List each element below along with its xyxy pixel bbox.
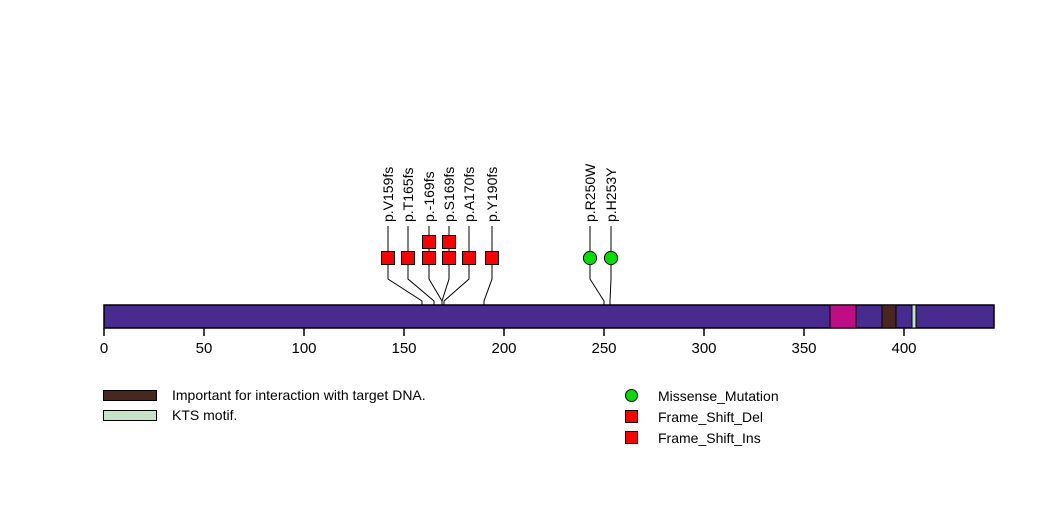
mutation-label: p.A170fs	[461, 167, 477, 222]
mutation-label: p.V159fs	[380, 167, 396, 222]
mutation-marker[interactable]	[422, 251, 436, 265]
mutation-marker[interactable]	[401, 251, 415, 265]
axis-tick-label: 150	[391, 340, 416, 357]
legend-item-missense: Missense_Mutation	[625, 385, 779, 406]
mutation-label: p.-169fs	[421, 171, 437, 222]
legend-label: Frame_Shift_Del	[658, 408, 764, 425]
frame-shift-ins-marker-icon	[625, 431, 638, 444]
protein-backbone	[103, 304, 995, 329]
mutation-marker[interactable]	[442, 251, 456, 265]
legend-item-dna-interaction: Important for interaction with target DN…	[103, 385, 426, 405]
mutation-label: p.R250W	[582, 163, 598, 222]
domain-box[interactable]	[911, 304, 917, 329]
missense-marker-icon	[625, 389, 638, 402]
axis-tick-label: 50	[196, 340, 213, 357]
domain-box[interactable]	[881, 304, 897, 329]
mutation-label: p.Y190fs	[484, 167, 500, 222]
legend-item-kts-motif: KTS motif.	[103, 405, 426, 425]
mutation-label: p.H253Y	[603, 167, 619, 222]
axis-tick-label: 400	[891, 340, 916, 357]
axis-tick-label: 350	[791, 340, 816, 357]
frame-shift-del-marker-icon	[625, 410, 638, 423]
domain-swatch-dna-interaction	[103, 389, 157, 401]
mutation-type-legend: Missense_Mutation Frame_Shift_Del Frame_…	[625, 385, 779, 448]
mutation-marker[interactable]	[422, 235, 436, 249]
mutation-marker[interactable]	[381, 251, 395, 265]
legend-label: KTS motif.	[172, 407, 238, 423]
axis-tick-label: 300	[691, 340, 716, 357]
domain-swatch-kts-motif	[103, 409, 157, 421]
mutation-label: p.S169fs	[441, 167, 457, 222]
legend-label: Frame_Shift_Ins	[658, 429, 761, 446]
axis-tick-label: 200	[491, 340, 516, 357]
mutation-marker[interactable]	[442, 235, 456, 249]
mutation-marker[interactable]	[462, 251, 476, 265]
legend-item-frame-shift-ins: Frame_Shift_Ins	[625, 427, 779, 448]
domain-legend: Important for interaction with target DN…	[103, 385, 426, 425]
mutation-marker[interactable]	[603, 250, 619, 266]
mutation-marker[interactable]	[582, 250, 598, 266]
legend-item-frame-shift-del: Frame_Shift_Del	[625, 406, 779, 427]
domain-box[interactable]	[829, 304, 857, 329]
legend-label: Missense_Mutation	[658, 387, 779, 404]
axis-tick-label: 250	[591, 340, 616, 357]
legend-label: Important for interaction with target DN…	[172, 387, 426, 403]
mutation-label: p.T165fs	[400, 168, 416, 222]
axis-tick-label: 0	[100, 340, 108, 357]
axis-tick-label: 100	[291, 340, 316, 357]
mutation-marker[interactable]	[485, 251, 499, 265]
